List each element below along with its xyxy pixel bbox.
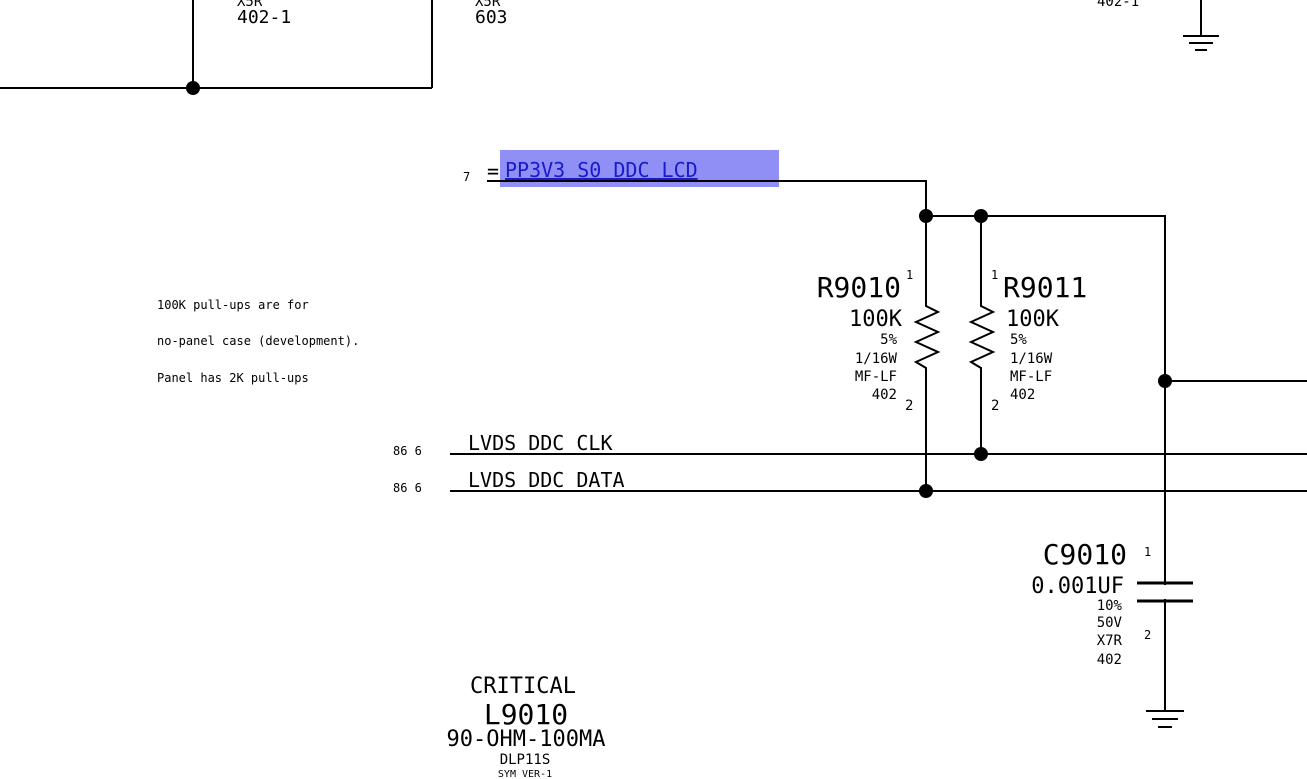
capacitor-c9010[interactable]: C9010 1 0.001UF 10% 50V X7R 402 2 — [1031, 538, 1193, 668]
junction-dot — [1158, 374, 1172, 388]
r9010-value: 100K — [849, 307, 903, 332]
r9010-power: 1/16W — [855, 351, 898, 367]
l9010-ref: L9010 — [484, 698, 568, 731]
r9010-pin2: 2 — [905, 398, 913, 414]
pullup-note: 100K pull-ups are for no-panel case (dev… — [157, 298, 359, 385]
r9011-ref: R9011 — [1003, 271, 1087, 304]
clk-net-name: LVDS_DDC_CLK — [468, 431, 613, 455]
l9010-value: 90-OHM-100MA — [447, 727, 606, 752]
r9011-pin1: 1 — [991, 268, 998, 282]
junction-dot — [974, 447, 988, 461]
r9010-package: 402 — [872, 387, 897, 403]
r9011-type: MF-LF — [1010, 369, 1052, 385]
r9011-power: 1/16W — [1010, 351, 1053, 367]
c9010-voltage: 50V — [1097, 615, 1123, 631]
data-page-refs: 86 6 — [393, 481, 422, 495]
note-line-1: 100K pull-ups are for — [157, 298, 309, 312]
net-lvds-ddc-clk[interactable]: 86 6 LVDS_DDC_CLK — [393, 431, 1307, 458]
net-lvds-ddc-data[interactable]: 86 6 LVDS_DDC_DATA — [393, 468, 1307, 495]
c9010-gap — [1160, 585, 1170, 599]
top-mid-value: X5R — [475, 0, 501, 10]
c9010-tolerance: 10% — [1097, 598, 1123, 614]
r9011-symbol — [968, 216, 996, 454]
power-net-page-ref: 7 — [463, 170, 470, 184]
inductor-l9010[interactable]: CRITICAL L9010 90-OHM-100MA DLP11S SYM_V… — [447, 674, 606, 779]
l9010-critical: CRITICAL — [470, 674, 576, 699]
c9010-package: 402 — [1097, 652, 1122, 668]
l9010-part: DLP11S — [500, 752, 551, 768]
power-net-name: PP3V3_S0_DDC_LCD — [505, 158, 698, 182]
r9011-pin2: 2 — [991, 398, 999, 414]
top-mid-fragment: X5R 603 — [475, 0, 508, 28]
power-net-prefix: = — [487, 159, 499, 183]
note-line-2: no-panel case (development). — [157, 334, 359, 348]
top-left-fragment: X5R 402-1 — [237, 0, 291, 28]
ground-symbol-bottom — [1146, 690, 1184, 728]
c9010-ref: C9010 — [1043, 538, 1127, 571]
resistor-r9011[interactable]: 1 R9011 100K 5% 1/16W MF-LF 402 2 — [968, 216, 1087, 454]
r9010-ref: R9010 — [817, 271, 901, 304]
r9010-tolerance: 5% — [880, 332, 897, 348]
top-left-value: X5R — [237, 0, 263, 10]
c9010-pin2: 2 — [1144, 628, 1151, 642]
ground-symbol-top — [1183, 0, 1219, 51]
note-line-3: Panel has 2K pull-ups — [157, 371, 309, 385]
top-left-wire — [0, 0, 433, 89]
junction-dot — [186, 81, 200, 95]
c9010-dielectric: X7R — [1097, 633, 1123, 649]
r9010-symbol — [913, 216, 941, 491]
r9010-pin1: 1 — [906, 268, 913, 282]
c9010-plates — [1137, 581, 1193, 603]
r9011-tolerance: 5% — [1010, 332, 1027, 348]
c9010-value: 0.001UF — [1031, 574, 1124, 599]
r9010-type: MF-LF — [855, 369, 897, 385]
l9010-symbol: SYM_VER-1 — [498, 769, 552, 779]
clk-page-refs: 86 6 — [393, 444, 422, 458]
junction-dot — [919, 484, 933, 498]
c9010-pin1: 1 — [1144, 545, 1151, 559]
top-right-package: 402-1 — [1097, 0, 1139, 10]
top-left-package: 402-1 — [237, 7, 291, 28]
r9011-value: 100K — [1006, 307, 1060, 332]
r9011-package: 402 — [1010, 387, 1035, 403]
data-net-name: LVDS_DDC_DATA — [468, 468, 625, 492]
top-mid-package: 603 — [475, 7, 508, 28]
resistor-r9010[interactable]: R9010 1 100K 5% 1/16W MF-LF 402 2 — [817, 216, 941, 491]
